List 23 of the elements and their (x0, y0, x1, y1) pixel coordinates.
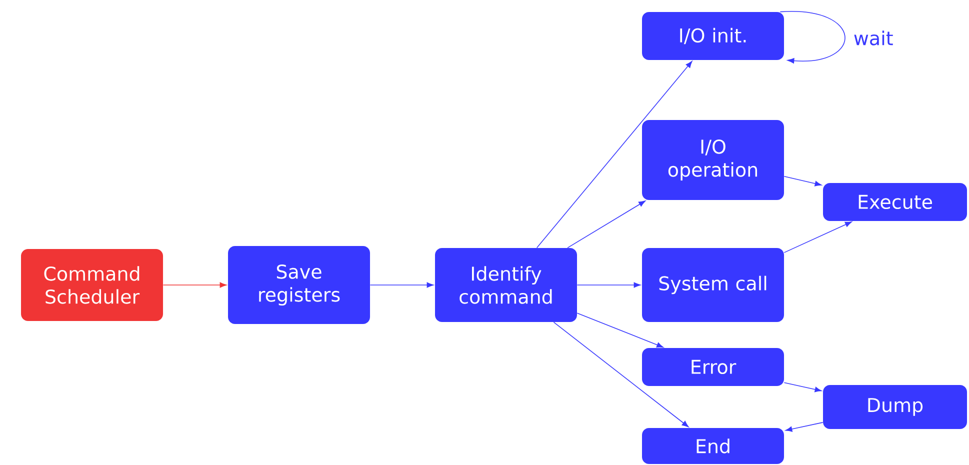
process-box: Dump (823, 385, 967, 429)
arrow (370, 282, 434, 288)
arrow (784, 382, 822, 392)
arrow (785, 422, 824, 432)
arrow (784, 221, 852, 253)
process-box: End (642, 428, 784, 464)
arrow (567, 200, 646, 248)
arrow (576, 282, 641, 288)
arrow (780, 11, 846, 64)
arrow (162, 282, 227, 288)
arrow (576, 312, 664, 348)
process-box: I/O init. (642, 12, 784, 60)
process-box: Command Scheduler (21, 249, 163, 321)
process-box: Save registers (228, 246, 370, 324)
edge-label: wait (852, 30, 894, 46)
arrow (553, 322, 689, 428)
arrow (536, 61, 692, 248)
process-box: Execute (823, 183, 967, 221)
process-box: System call (642, 248, 784, 322)
process-box: I/O operation (642, 120, 784, 200)
process-box: Error (642, 348, 784, 386)
arrow (784, 176, 822, 186)
process-box: Identify command (435, 248, 577, 322)
